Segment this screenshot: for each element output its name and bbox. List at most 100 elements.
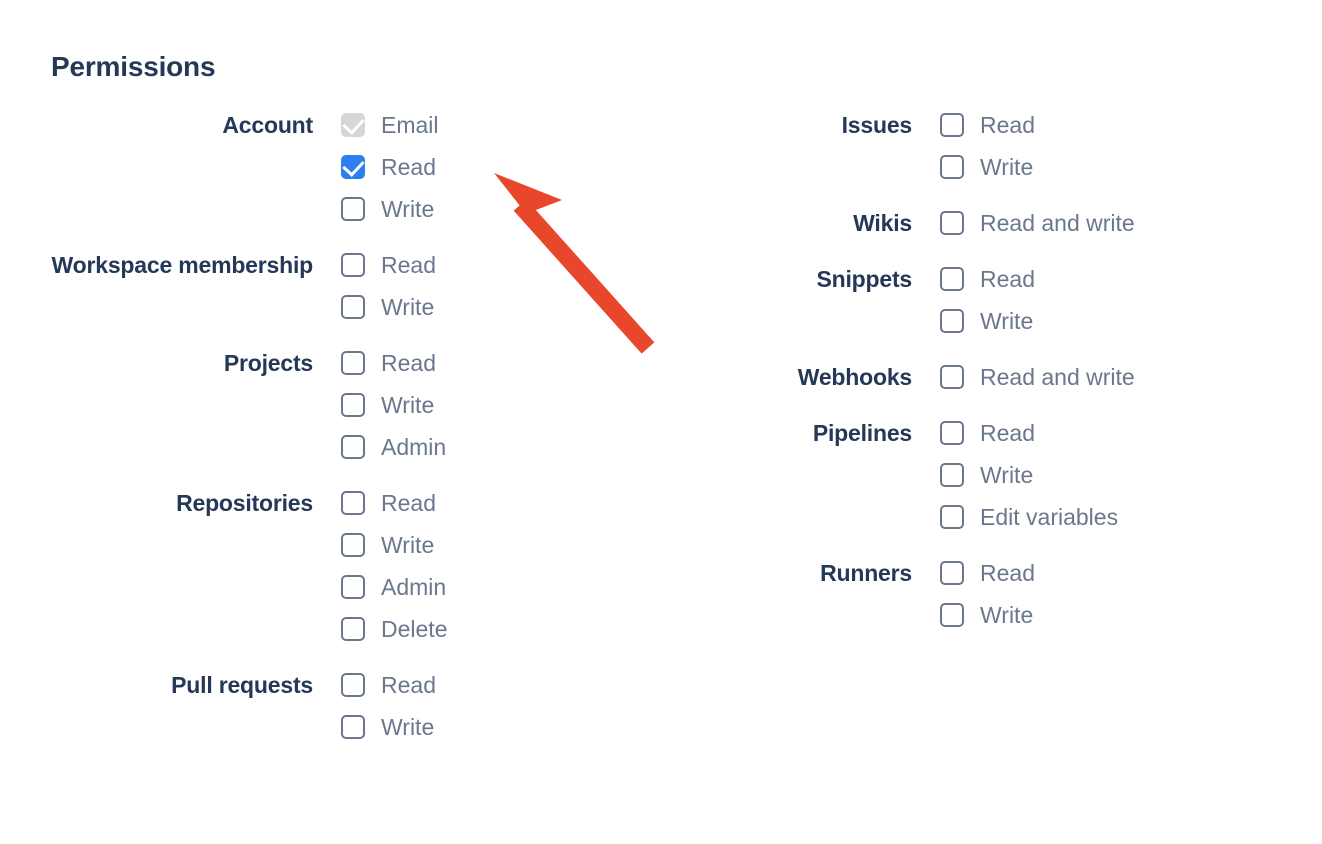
permission-group-label: Projects bbox=[223, 350, 313, 376]
checkbox-read[interactable] bbox=[940, 267, 964, 291]
permission-option-label: Write bbox=[980, 308, 1034, 334]
checkbox-read[interactable] bbox=[341, 351, 365, 375]
permission-group-label: Runners bbox=[820, 560, 912, 586]
permission-option-list: Read and write bbox=[940, 356, 1322, 398]
permission-option-label: Admin bbox=[381, 574, 447, 600]
checkbox-read[interactable] bbox=[940, 561, 964, 585]
checkbox-write[interactable] bbox=[940, 309, 964, 333]
permission-option[interactable]: Read bbox=[341, 664, 660, 706]
checkbox-write[interactable] bbox=[940, 603, 964, 627]
permission-option-label: Read bbox=[381, 350, 436, 376]
permission-option[interactable]: Read bbox=[940, 552, 1322, 594]
permission-option[interactable]: Read bbox=[341, 342, 660, 384]
checkbox-read[interactable] bbox=[940, 421, 964, 445]
permission-option[interactable]: Write bbox=[940, 300, 1322, 342]
permission-option[interactable]: Read bbox=[940, 104, 1322, 146]
permission-option-list: Read and write bbox=[940, 202, 1322, 244]
permission-option-label: Read bbox=[980, 560, 1035, 586]
checkbox-delete[interactable] bbox=[341, 617, 365, 641]
permission-group-label: Account bbox=[222, 112, 313, 138]
permission-group: Webhooks Read and write bbox=[600, 356, 1322, 398]
checkbox-write[interactable] bbox=[341, 197, 365, 221]
permission-option[interactable]: Write bbox=[940, 594, 1322, 636]
checkbox-read-and-write[interactable] bbox=[940, 365, 964, 389]
checkbox-edit-variables[interactable] bbox=[940, 505, 964, 529]
permission-group-label: Webhooks bbox=[797, 364, 912, 390]
check-icon bbox=[342, 154, 365, 177]
permission-group-label: Snippets bbox=[816, 266, 912, 292]
permission-option[interactable]: Read bbox=[341, 244, 660, 286]
permission-option[interactable]: Write bbox=[341, 384, 660, 426]
permission-option[interactable]: Admin bbox=[341, 426, 660, 468]
checkbox-admin[interactable] bbox=[341, 435, 365, 459]
checkbox-read[interactable] bbox=[341, 491, 365, 515]
permission-option-label: Read bbox=[381, 154, 436, 180]
permission-group-label: Pipelines bbox=[812, 420, 912, 446]
permission-option[interactable]: Write bbox=[341, 286, 660, 328]
permission-option[interactable]: Read bbox=[341, 482, 660, 524]
checkbox-write[interactable] bbox=[341, 533, 365, 557]
permission-option-label: Admin bbox=[381, 434, 447, 460]
permission-option-label: Write bbox=[980, 602, 1034, 628]
permission-option-label: Read and write bbox=[980, 210, 1135, 236]
permission-option[interactable]: Delete bbox=[341, 608, 660, 650]
permission-option[interactable]: Read bbox=[940, 412, 1322, 454]
permission-option[interactable]: Write bbox=[341, 524, 660, 566]
permission-group-label: Workspace membership bbox=[51, 252, 314, 278]
check-icon bbox=[342, 112, 365, 135]
checkbox-read[interactable] bbox=[940, 113, 964, 137]
permission-option-label: Write bbox=[980, 462, 1034, 488]
permission-group-label: Pull requests bbox=[171, 672, 313, 698]
checkbox-write[interactable] bbox=[341, 715, 365, 739]
permission-option[interactable]: Read and write bbox=[940, 202, 1322, 244]
permission-option[interactable]: Read bbox=[341, 146, 660, 188]
permission-option[interactable]: Write bbox=[341, 188, 660, 230]
permission-option[interactable]: Admin bbox=[341, 566, 660, 608]
permission-option-label: Read bbox=[381, 490, 436, 516]
permission-option-label: Write bbox=[381, 294, 435, 320]
permission-option[interactable]: Edit variables bbox=[940, 496, 1322, 538]
checkbox-write[interactable] bbox=[341, 295, 365, 319]
permission-option-label: Edit variables bbox=[980, 504, 1119, 530]
checkbox-read[interactable] bbox=[341, 253, 365, 277]
permission-option-label: Email bbox=[381, 112, 439, 138]
checkbox-read[interactable] bbox=[341, 154, 365, 179]
checkbox-write[interactable] bbox=[940, 155, 964, 179]
permission-option[interactable]: Read bbox=[940, 258, 1322, 300]
permission-option-label: Read bbox=[980, 112, 1035, 138]
permission-option-label: Read bbox=[381, 672, 436, 698]
permission-option[interactable]: Write bbox=[341, 706, 660, 748]
checkbox-read-and-write[interactable] bbox=[940, 211, 964, 235]
checkbox-write[interactable] bbox=[341, 393, 365, 417]
permission-option-label: Read bbox=[381, 252, 436, 278]
permission-option-label: Read bbox=[980, 266, 1035, 292]
page-title: Permissions bbox=[51, 51, 216, 82]
permission-option-label: Write bbox=[381, 196, 435, 222]
checkbox-admin[interactable] bbox=[341, 575, 365, 599]
permission-option[interactable]: Email bbox=[341, 104, 660, 146]
permission-option[interactable]: Read and write bbox=[940, 356, 1322, 398]
permission-option[interactable]: Write bbox=[940, 454, 1322, 496]
checkbox-read[interactable] bbox=[341, 673, 365, 697]
checkbox-write[interactable] bbox=[940, 463, 964, 487]
permission-option-label: Write bbox=[381, 714, 435, 740]
permission-option[interactable]: Write bbox=[940, 146, 1322, 188]
